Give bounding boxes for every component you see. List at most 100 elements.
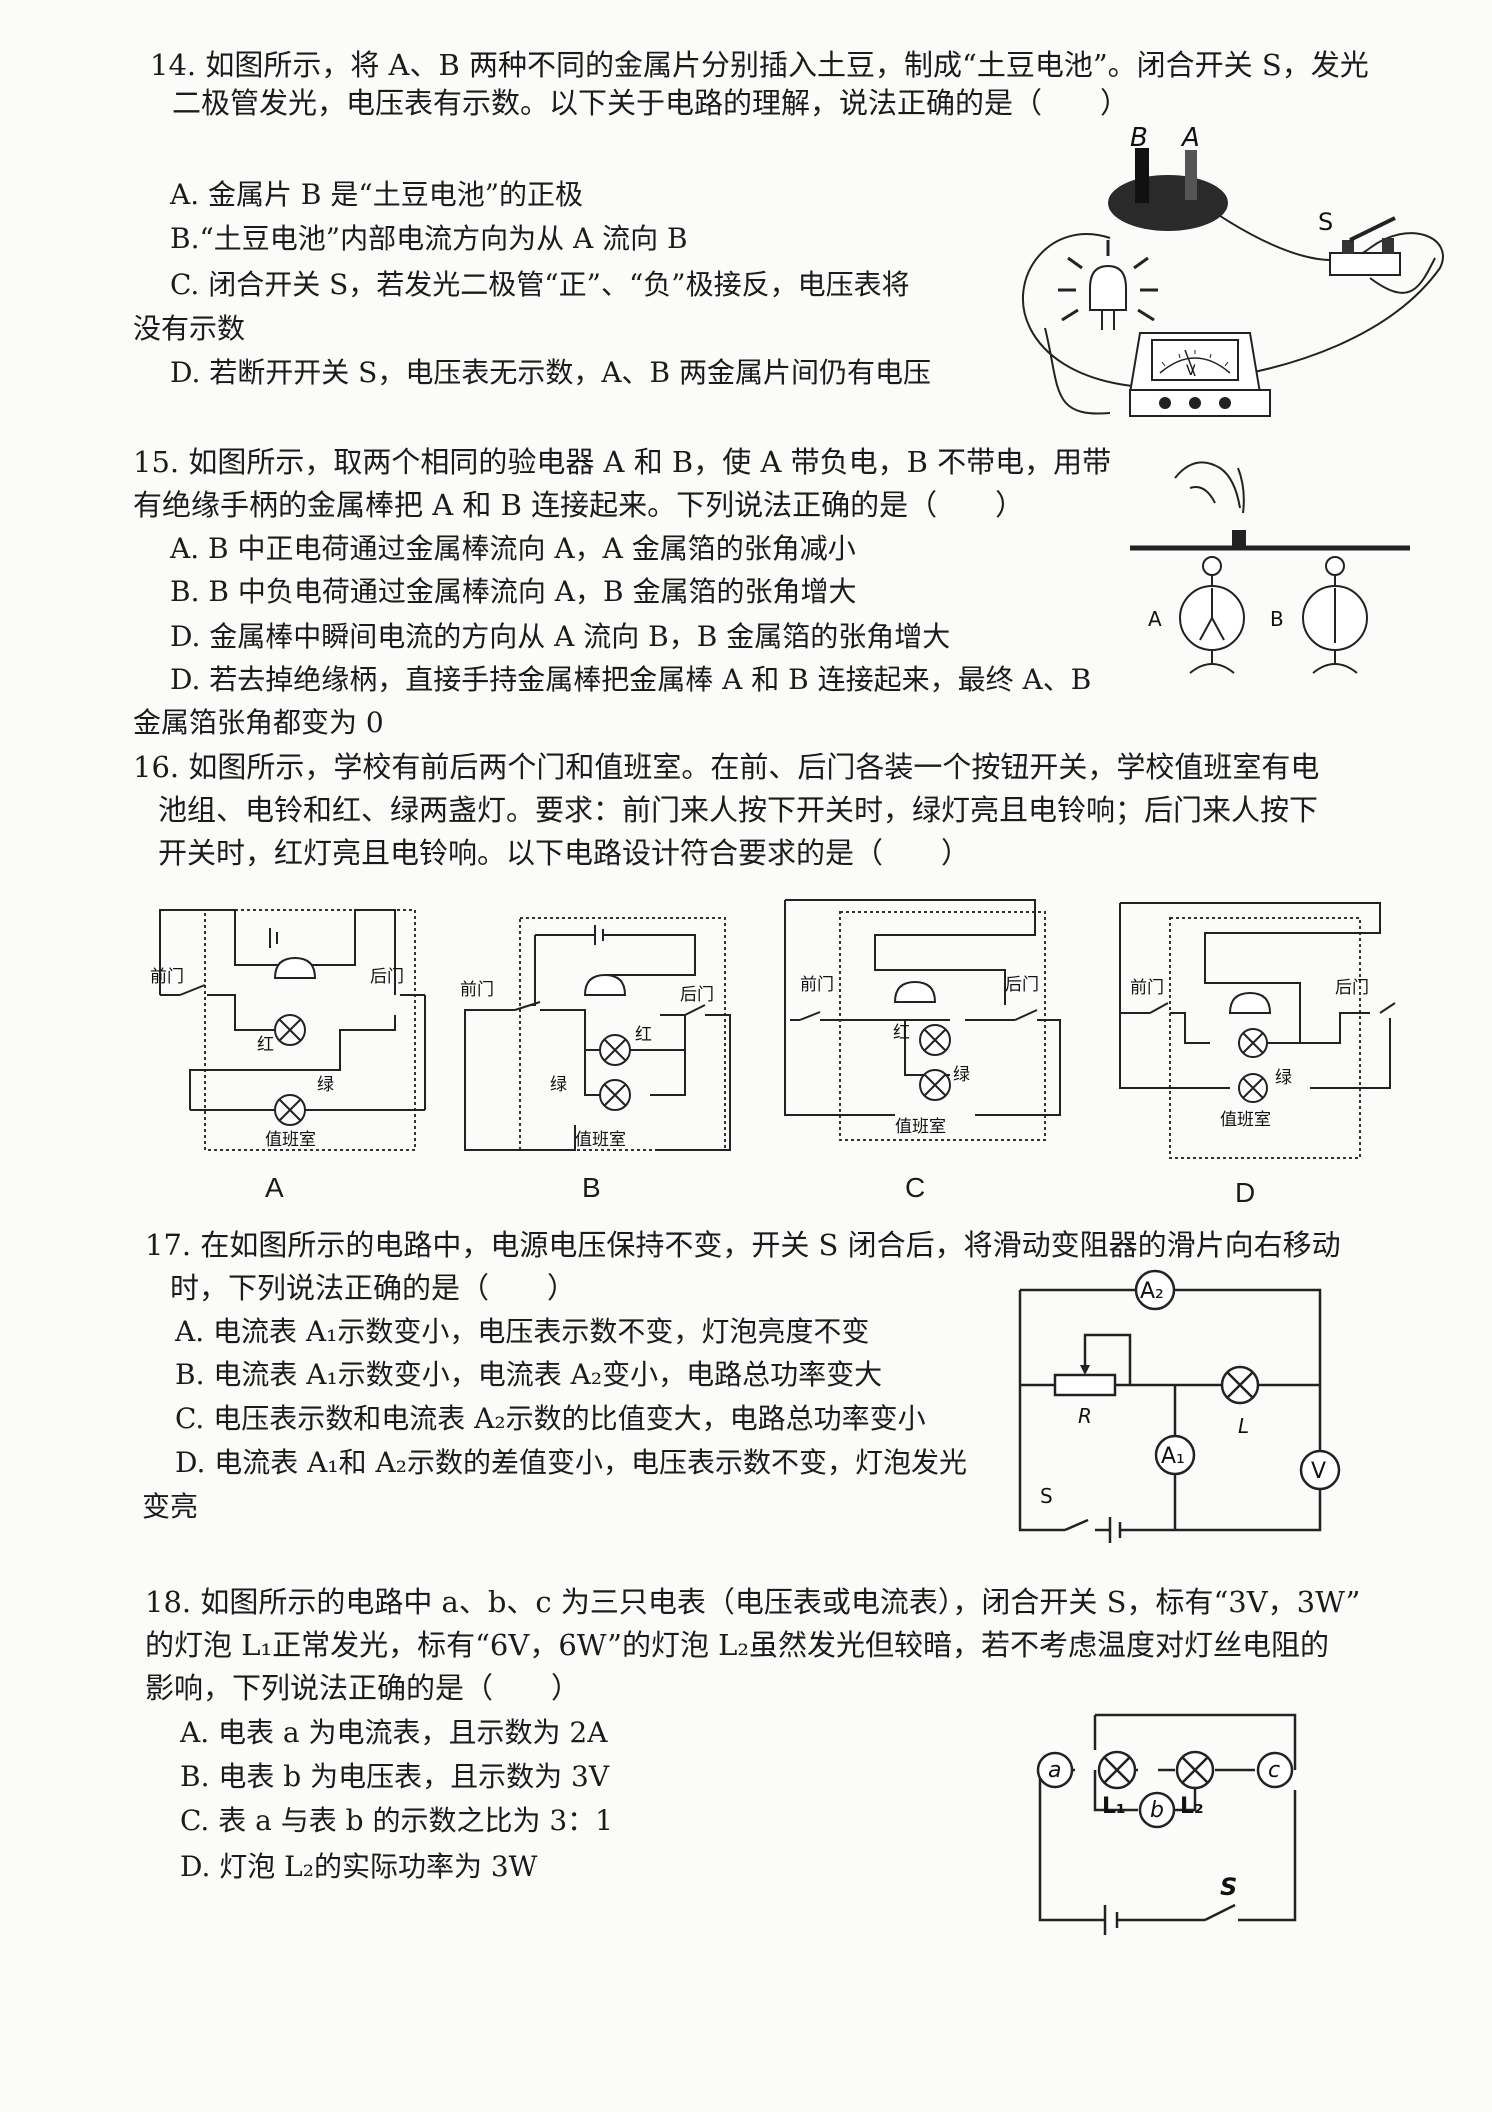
bell-icon bbox=[583, 973, 627, 996]
label-v: V bbox=[1311, 1459, 1326, 1484]
q16-stem-line1: 16. 如图所示，学校有前后两个门和值班室。在前、后门各装一个按钮开关，学校值班… bbox=[133, 750, 1320, 784]
q16-circuit-b: 前门 后门 红 绿 值班室 bbox=[460, 917, 731, 1151]
green-lamp-icon bbox=[599, 1079, 631, 1111]
label-back-door: 后门 bbox=[370, 967, 404, 987]
red-lamp-icon bbox=[599, 1034, 631, 1066]
label-green: 绿 bbox=[1275, 1068, 1292, 1088]
hand-icon bbox=[1174, 461, 1245, 514]
label-duty-room: 值班室 bbox=[1220, 1110, 1271, 1130]
q14-potato-battery-figure: B A S V bbox=[1022, 123, 1444, 417]
meter-a-icon bbox=[1036, 1751, 1074, 1789]
q17-option-c: C. 电压表示数和电流表 A₂示数的比值变大，电路总功率变小 bbox=[175, 1402, 926, 1435]
q18-stem-line3: 影响，下列说法正确的是（ ） bbox=[145, 1671, 581, 1705]
q18-option-c: C. 表 a 与表 b 的示数之比为 3：1 bbox=[180, 1804, 613, 1837]
ammeter-a2-icon bbox=[1134, 1269, 1176, 1311]
electroscope-a bbox=[1179, 556, 1245, 674]
q18-stem-line2: 的灯泡 L₁正常发光，标有“6V，6W”的灯泡 L₂虽然发光但较暗，若不考虑温度… bbox=[145, 1628, 1330, 1662]
ammeter-a1-icon bbox=[1154, 1434, 1196, 1476]
metal-plate-a bbox=[1185, 150, 1197, 200]
rheostat-r bbox=[1053, 1373, 1117, 1397]
label-s: S bbox=[1220, 1873, 1237, 1901]
q17-option-a: A. 电流表 A₁示数变小，电压表示数不变，灯泡亮度不变 bbox=[175, 1315, 870, 1348]
q18-option-b: B. 电表 b 为电压表，且示数为 3V bbox=[180, 1760, 610, 1793]
label-v: V bbox=[1186, 363, 1196, 379]
label-a: A bbox=[1180, 123, 1200, 153]
q16-circuit-d: 前门 后门 绿 值班室 bbox=[1119, 902, 1396, 1159]
bell-icon bbox=[273, 956, 317, 979]
metal-plate-b bbox=[1135, 148, 1149, 203]
label-l1: L₁ bbox=[1102, 1794, 1126, 1819]
lamp-l-icon bbox=[1220, 1365, 1260, 1405]
red-lamp-icon bbox=[274, 1014, 306, 1046]
q14-option-d: D. 若断开开关 S，电压表无示数，A、B 两金属片间仍有电压 bbox=[170, 356, 932, 389]
label-green: 绿 bbox=[953, 1065, 970, 1085]
label-front-door: 前门 bbox=[800, 975, 834, 995]
q14-option-a: A. 金属片 B 是“土豆电池”的正极 bbox=[170, 178, 584, 211]
q18-option-d: D. 灯泡 L₂的实际功率为 3W bbox=[180, 1850, 538, 1883]
q15-option-b: B. B 中负电荷通过金属棒流向 A，B 金属箔的张角增大 bbox=[170, 575, 857, 608]
q18-stem-line1: 18. 如图所示的电路中 a、b、c 为三只电表（电压表或电流表），闭合开关 S… bbox=[145, 1585, 1361, 1619]
q16-caption-c: C bbox=[905, 1172, 926, 1203]
label-front-door: 前门 bbox=[150, 967, 184, 987]
green-lamp-icon bbox=[1238, 1073, 1268, 1103]
label-a2: A₂ bbox=[1140, 1279, 1164, 1304]
q17-option-d-cont: 变亮 bbox=[142, 1490, 199, 1523]
q17-option-b: B. 电流表 A₁示数变小，电流表 A₂变小，电路总功率变大 bbox=[175, 1358, 883, 1391]
label-back-door: 后门 bbox=[680, 985, 714, 1005]
label-a: A bbox=[1148, 607, 1162, 631]
label-a: a bbox=[1048, 1758, 1061, 1783]
q17-stem-line1: 17. 在如图所示的电路中，电源电压保持不变，开关 S 闭合后，将滑动变阻器的滑… bbox=[145, 1228, 1341, 1262]
meter-b-icon bbox=[1138, 1791, 1176, 1829]
bell-icon bbox=[893, 980, 937, 1003]
led-icon bbox=[1058, 240, 1158, 330]
label-green: 绿 bbox=[550, 1075, 567, 1095]
green-lamp-icon bbox=[919, 1069, 951, 1101]
red-lamp-icon bbox=[919, 1024, 951, 1056]
q14-option-b: B.“土豆电池”内部电流方向为从 A 流向 B bbox=[170, 222, 688, 255]
bell-icon bbox=[1228, 991, 1272, 1014]
q18-circuit-figure: a b c L₁ L₂ S bbox=[1036, 1713, 1297, 1935]
label-b: B bbox=[1130, 123, 1148, 153]
q14-stem-line2: 二极管发光，电压表有示数。以下关于电路的理解，说法正确的是（ ） bbox=[172, 86, 1130, 120]
red-lamp-icon bbox=[1238, 1028, 1268, 1058]
label-s: S bbox=[1040, 1484, 1053, 1508]
q15-option-d-cont: 金属箔张角都变为 0 bbox=[133, 706, 384, 739]
q16-stem-line3: 开关时，红灯亮且电铃响。以下电路设计符合要求的是（ ） bbox=[158, 836, 971, 870]
label-front-door: 前门 bbox=[1130, 978, 1164, 998]
label-back-door: 后门 bbox=[1005, 975, 1039, 995]
q15-option-c: D. 金属棒中瞬间电流的方向从 A 流向 B，B 金属箔的张角增大 bbox=[170, 620, 951, 653]
label-green: 绿 bbox=[317, 1075, 334, 1095]
label-duty-room: 值班室 bbox=[895, 1117, 946, 1137]
meter-c-icon bbox=[1256, 1751, 1294, 1789]
q17-stem-line2: 时，下列说法正确的是（ ） bbox=[170, 1271, 577, 1305]
label-l: L bbox=[1238, 1414, 1249, 1438]
q17-circuit-figure: A₂ L A₁ V R S bbox=[1018, 1269, 1341, 1543]
label-duty-room: 值班室 bbox=[265, 1130, 316, 1150]
q15-stem-line2: 有绝缘手柄的金属棒把 A 和 B 连接起来。下列说法正确的是（ ） bbox=[133, 488, 1025, 522]
label-s: S bbox=[1318, 208, 1333, 236]
q16-caption-d: D bbox=[1235, 1177, 1256, 1208]
label-front-door: 前门 bbox=[460, 980, 494, 1000]
label-red: 红 bbox=[893, 1023, 910, 1043]
q15-stem-line1: 15. 如图所示，取两个相同的验电器 A 和 B，使 A 带负电，B 不带电，用… bbox=[133, 445, 1112, 479]
lamp-l2-icon bbox=[1175, 1750, 1215, 1790]
q15-electroscope-figure: A B bbox=[1130, 461, 1410, 674]
label-b: B bbox=[1270, 607, 1284, 631]
q14-option-c-cont: 没有示数 bbox=[133, 312, 246, 345]
q14-stem-line1: 14. 如图所示，将 A、B 两种不同的金属片分别插入土豆，制成“土豆电池”。闭… bbox=[150, 48, 1369, 82]
green-lamp-icon bbox=[274, 1094, 306, 1126]
q16-caption-b: B bbox=[582, 1172, 601, 1203]
label-r: R bbox=[1078, 1404, 1092, 1428]
q15-option-a: A. B 中正电荷通过金属棒流向 A，A 金属箔的张角减小 bbox=[170, 532, 856, 565]
label-a1: A₁ bbox=[1161, 1444, 1185, 1469]
q16-stem-line2: 池组、电铃和红、绿两盏灯。要求：前门来人按下开关时，绿灯亮且电铃响；后门来人按下 bbox=[158, 793, 1319, 827]
label-red: 红 bbox=[635, 1025, 652, 1045]
lamp-l1-icon bbox=[1097, 1750, 1137, 1790]
q14-option-c: C. 闭合开关 S，若发光二极管“正”、“负”极接反，电压表将 bbox=[170, 268, 910, 301]
electroscope-b bbox=[1302, 556, 1368, 674]
label-l2: L₂ bbox=[1180, 1794, 1204, 1819]
potato-shape bbox=[1108, 175, 1228, 231]
switch-icon bbox=[1329, 216, 1401, 276]
q16-circuit-a: 前门 后门 红 绿 值班室 bbox=[150, 909, 426, 1151]
q18-option-a: A. 电表 a 为电流表，且示数为 2A bbox=[180, 1716, 608, 1749]
